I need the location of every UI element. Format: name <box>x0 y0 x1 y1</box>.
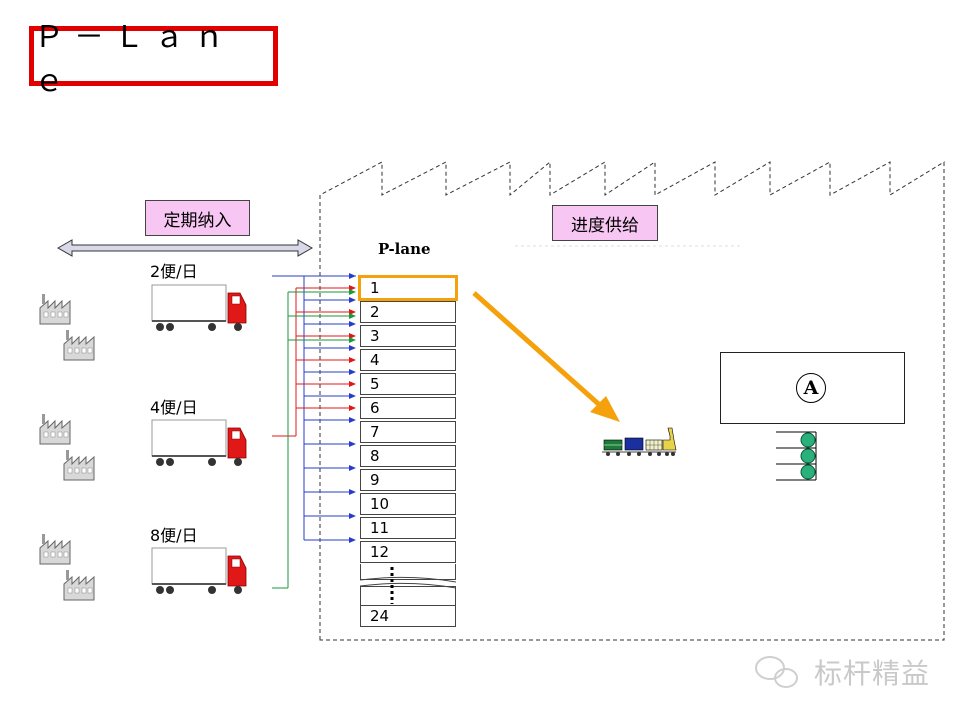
lane-row-6: 6 <box>360 397 456 419</box>
scheduled-delivery-label: 定期纳入 <box>145 200 250 236</box>
title-box: Ｐ－Ｌａｎｅ <box>29 20 278 99</box>
truck-icon <box>151 284 247 331</box>
feed-arrow <box>472 291 620 422</box>
lane-number: 24 <box>370 607 390 625</box>
factory-icon <box>63 330 95 361</box>
double-arrow <box>56 239 314 257</box>
lane-number: 7 <box>370 423 380 441</box>
factory-icon <box>39 534 71 565</box>
tugger-train-icon <box>602 427 677 456</box>
factory-icon <box>63 570 95 601</box>
lane-row-24: 24 <box>360 605 456 627</box>
factory-icon <box>63 450 95 481</box>
station-a-bins <box>776 431 817 481</box>
lane-number: 4 <box>370 351 380 369</box>
progress-supply-label: 进度供给 <box>552 205 658 241</box>
station-a-label: A <box>796 373 826 403</box>
truck-frequency-3: 8便/日 <box>150 526 198 545</box>
lane-gap-lower <box>360 586 456 606</box>
lane-number: 8 <box>370 447 380 465</box>
lane-number: 3 <box>370 327 380 345</box>
lane-number: 5 <box>370 375 380 393</box>
truck-icons <box>151 284 247 594</box>
delivery-arrows <box>272 273 356 589</box>
lane-number: 9 <box>370 471 380 489</box>
lane-row-10: 10 <box>360 493 456 515</box>
lane-number: 12 <box>370 543 390 561</box>
truck-frequency-2: 4便/日 <box>150 398 198 417</box>
lane-row-5: 5 <box>360 373 456 395</box>
plane-title: P-lane <box>378 240 431 258</box>
truck-icon <box>151 547 247 594</box>
lane-row-7: 7 <box>360 421 456 443</box>
lane-row-11: 11 <box>360 517 456 539</box>
lane-number: 1 <box>370 279 380 297</box>
lane-row-8: 8 <box>360 445 456 467</box>
factory-icon <box>39 294 71 325</box>
factory-outline <box>319 160 945 641</box>
lane-row-9: 9 <box>360 469 456 491</box>
lane-number: 6 <box>370 399 380 417</box>
watermark: 标杆精益 <box>813 657 930 690</box>
lane-number: 10 <box>370 495 390 513</box>
factory-icon <box>39 414 71 445</box>
lane-row-4: 4 <box>360 349 456 371</box>
lane-row-12: 12 <box>360 541 456 563</box>
truck-icon <box>151 419 247 466</box>
lane-row-2: 2 <box>360 301 456 323</box>
truck-frequency-1: 2便/日 <box>150 262 198 281</box>
lane-number: 2 <box>370 303 380 321</box>
lane-number: 11 <box>370 519 390 537</box>
lane-1-highlight <box>358 275 458 301</box>
wechat-icon <box>755 656 798 688</box>
supplier-factory-icons <box>39 294 95 601</box>
lane-gap-upper <box>360 564 456 580</box>
lane-row-3: 3 <box>360 325 456 347</box>
